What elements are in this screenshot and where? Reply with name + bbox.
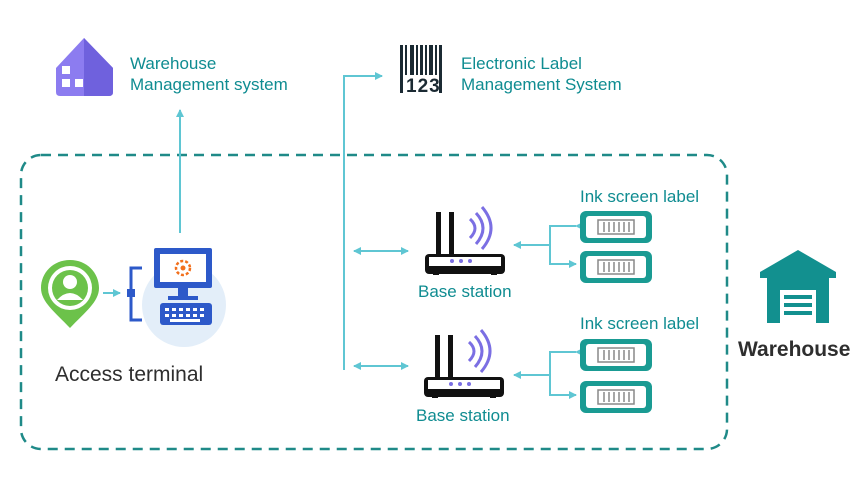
warehouse-label: Warehouse	[738, 338, 851, 361]
user-pin-icon	[41, 260, 99, 328]
warehouse-building-icon	[760, 250, 836, 323]
router-icon	[425, 206, 505, 275]
ink-screen-label-icon	[579, 380, 653, 414]
base-station-label: Base station	[418, 282, 512, 301]
connector-split-1	[549, 222, 583, 268]
connector-split-2	[549, 348, 583, 399]
ink-screen-label-icon	[580, 211, 652, 243]
ink-screen-label-icon	[579, 250, 653, 284]
warehouse-system-icon	[56, 38, 113, 96]
warehouse-network-boundary	[19, 153, 729, 451]
wms-label-line1: Warehouse	[130, 54, 217, 73]
base-station-label: Base station	[416, 406, 510, 425]
wms-label-line2: Management system	[130, 75, 288, 95]
els-label: Electronic Label Management System	[461, 53, 622, 96]
connectors	[103, 72, 583, 399]
ink-screen-label-title: Ink screen label	[580, 314, 700, 333]
els-label-line1: Electronic Label	[461, 54, 582, 73]
wms-label: Warehouse Management system	[130, 53, 288, 96]
els-label-line2: Management System	[461, 75, 622, 95]
connector-trunk-to-els	[343, 72, 383, 370]
ink-screen-label-icon	[579, 338, 653, 372]
computer-icon	[127, 248, 226, 347]
access-terminal-label: Access terminal	[55, 363, 204, 386]
barcode-digits: 123	[406, 76, 441, 97]
barcode-icon: 123	[400, 45, 442, 97]
ink-screen-label-title: Ink screen label	[580, 187, 700, 206]
router-icon	[424, 329, 504, 398]
